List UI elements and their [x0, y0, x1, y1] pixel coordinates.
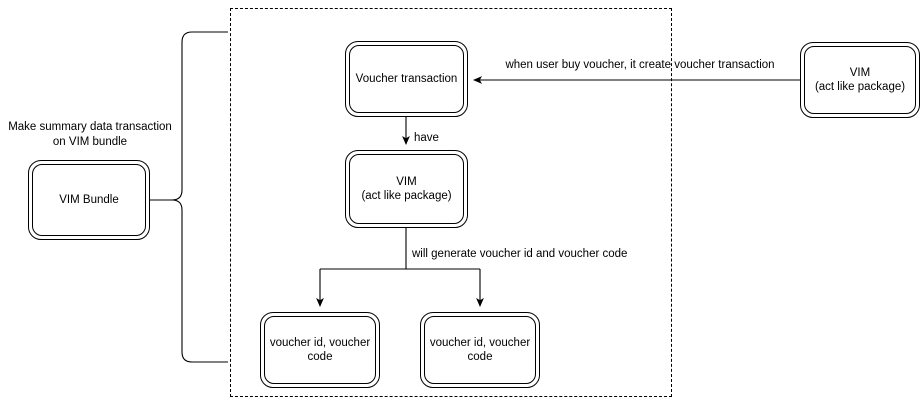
node-voucher-right-label: voucher id, voucher code	[429, 337, 531, 363]
node-vim-right-label: VIM (act like package)	[814, 67, 906, 93]
vim-bundle-group-region	[230, 8, 672, 397]
edge-label-generate: will generate voucher id and voucher cod…	[412, 248, 628, 260]
node-vim-middle-label: VIM (act like package)	[361, 176, 452, 202]
edge-label-buy-voucher: when user buy voucher, it create voucher…	[505, 59, 775, 71]
node-vim-bundle-label: VIM Bundle	[59, 194, 119, 206]
brace-connector	[150, 31, 228, 363]
node-voucher-transaction[interactable]: Voucher transaction	[345, 41, 468, 117]
node-voucher-left-label: voucher id, voucher code	[269, 337, 371, 363]
node-vim-right[interactable]: VIM (act like package)	[800, 42, 920, 118]
node-voucher-left[interactable]: voucher id, voucher code	[260, 312, 380, 388]
node-vim-middle[interactable]: VIM (act like package)	[345, 150, 468, 228]
vim-bundle-caption: Make summary data transaction on VIM bun…	[8, 121, 172, 148]
node-vim-bundle[interactable]: VIM Bundle	[28, 160, 150, 240]
node-voucher-transaction-label: Voucher transaction	[355, 73, 458, 85]
edge-label-have: have	[414, 132, 439, 144]
node-voucher-right[interactable]: voucher id, voucher code	[420, 312, 540, 388]
